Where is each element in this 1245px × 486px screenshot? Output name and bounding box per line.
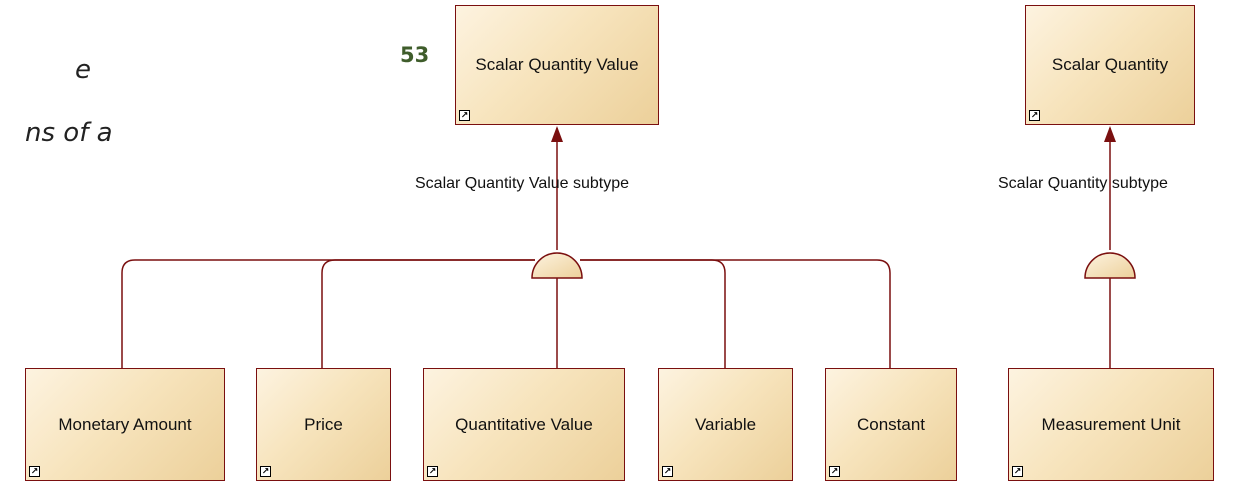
- class-label: Monetary Amount: [58, 414, 192, 434]
- class-box-price[interactable]: Price ↗: [256, 368, 391, 481]
- arrowhead-scalar-quantity-value: [551, 126, 563, 142]
- class-label: Measurement Unit: [1041, 414, 1181, 434]
- generalization-label-quantity: Scalar Quantity subtype: [998, 175, 1168, 192]
- class-box-constant[interactable]: Constant ↗: [825, 368, 957, 481]
- generalization-label-value: Scalar Quantity Value subtype: [415, 175, 630, 192]
- connector-price: [321, 259, 535, 368]
- arrowhead-scalar-quantity: [1104, 126, 1116, 142]
- connector-constant: [580, 259, 891, 368]
- connector-variable: [580, 259, 726, 368]
- shortcut-link-icon[interactable]: ↗: [427, 466, 438, 477]
- shortcut-link-icon[interactable]: ↗: [29, 466, 40, 477]
- class-box-scalar-quantity-value[interactable]: Scalar Quantity Value ↗: [455, 5, 659, 125]
- class-box-quantitative-value[interactable]: Quantitative Value ↗: [423, 368, 625, 481]
- class-box-measurement-unit[interactable]: Measurement Unit ↗: [1008, 368, 1214, 481]
- class-label: Scalar Quantity: [1051, 55, 1169, 74]
- shortcut-link-icon[interactable]: ↗: [459, 110, 470, 121]
- shortcut-link-icon[interactable]: ↗: [829, 466, 840, 477]
- diagram-number: 53: [400, 43, 430, 67]
- class-label: Scalar Quantity Value: [475, 55, 639, 74]
- class-box-variable[interactable]: Variable ↗: [658, 368, 793, 481]
- class-label: Price: [304, 414, 343, 434]
- class-box-scalar-quantity[interactable]: Scalar Quantity ↗: [1025, 5, 1195, 125]
- class-label: Constant: [856, 414, 926, 434]
- class-label: Variable: [694, 414, 757, 434]
- shortcut-link-icon[interactable]: ↗: [260, 466, 271, 477]
- generalization-set-quantity: [1084, 252, 1136, 279]
- class-label: Quantitative Value: [455, 414, 593, 434]
- shortcut-link-icon[interactable]: ↗: [1029, 110, 1040, 121]
- shortcut-link-icon[interactable]: ↗: [662, 466, 673, 477]
- class-box-monetary-amount[interactable]: Monetary Amount ↗: [25, 368, 225, 481]
- generalization-set-value: [531, 252, 583, 279]
- text-fragment-1: e: [75, 55, 91, 85]
- text-fragment-2: ns of a: [25, 118, 113, 148]
- connector-monetary-amount: [121, 259, 535, 368]
- shortcut-link-icon[interactable]: ↗: [1012, 466, 1023, 477]
